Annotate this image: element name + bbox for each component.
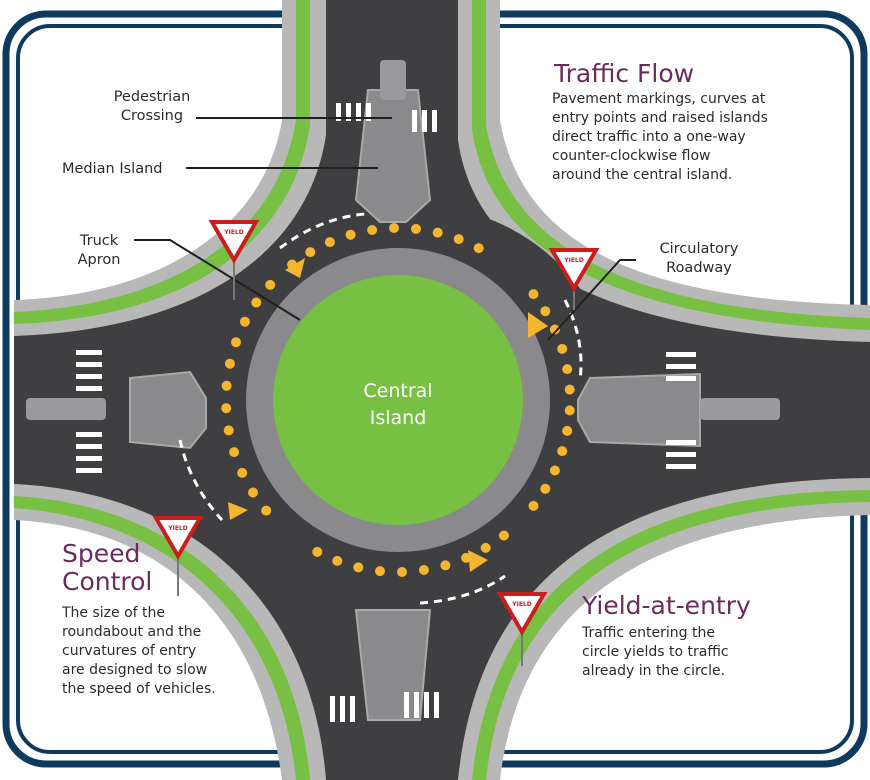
circulation-dot — [224, 358, 235, 369]
circulation-dot — [528, 500, 539, 511]
yield-sign-nw: YIELD — [208, 220, 260, 300]
yield-sign-text: YIELD — [167, 525, 187, 532]
circulation-dot — [397, 567, 407, 577]
yield-lines — [178, 212, 583, 605]
circulation-dot — [540, 483, 551, 494]
circulation-dot — [562, 364, 573, 375]
yield-sign-se: YIELD — [496, 592, 548, 666]
circulation-dot — [353, 562, 364, 573]
pedestrian-crossing-label: Pedestrian Crossing — [113, 89, 191, 124]
leader-lines — [134, 117, 636, 341]
yield-at-entry-body: Traffic entering the circle yields to tr… — [582, 625, 729, 679]
circulation-dot — [564, 405, 575, 416]
circulation-dot — [221, 403, 232, 414]
circulation-dot — [237, 467, 248, 478]
circulation-dot — [221, 380, 232, 391]
pedestrian-crosswalks — [76, 103, 696, 722]
central-island — [273, 275, 523, 525]
circulation-dot — [411, 223, 421, 234]
median-island-label: Median Island — [62, 161, 163, 177]
yield-sign-ne: YIELD — [548, 248, 600, 310]
circulation-dot — [223, 425, 234, 436]
circulation-dot — [239, 316, 250, 327]
yield-sign-sw: YIELD — [152, 516, 204, 596]
circulation-dot — [261, 505, 272, 516]
circulation-dot — [305, 247, 316, 258]
yield-at-entry-title: Yield-at-entry — [582, 591, 751, 620]
circulation-dot — [367, 225, 378, 235]
truck-apron-label: Truck Apron — [77, 233, 121, 268]
direction-arrows — [228, 258, 548, 572]
circulation-dot — [549, 324, 560, 335]
circulation-dot — [389, 223, 399, 233]
circulatory-roadway-label: Circulatory Roadway — [659, 241, 739, 276]
circulation-dot — [229, 447, 240, 458]
circulation-dot — [345, 229, 356, 240]
central-island-label: Central Island — [363, 380, 433, 429]
yield-sign-text: YIELD — [563, 257, 583, 264]
circulation-dot — [562, 425, 573, 436]
traffic-flow-body: Pavement markings, curves at entry point… — [552, 91, 768, 183]
circulation-markings — [221, 223, 575, 577]
arrow-east — [528, 312, 548, 338]
arrow-north-west — [285, 258, 305, 278]
circulation-dot — [549, 465, 560, 476]
yield-sign-text: YIELD — [511, 601, 531, 608]
circulation-dot — [540, 306, 551, 317]
circulation-dot — [557, 343, 568, 354]
circulation-dot — [265, 279, 276, 290]
arrow-south-west — [228, 502, 248, 520]
median-islands — [129, 89, 701, 721]
circulation-dot — [418, 565, 429, 575]
speed-control-title: Speed Control — [62, 539, 153, 596]
yield-sign-text: YIELD — [223, 229, 243, 236]
circulation-dot — [564, 384, 575, 395]
median-refuges — [26, 60, 780, 420]
circulation-dot — [248, 487, 258, 498]
circulation-dot — [251, 297, 262, 308]
circulation-dot — [324, 237, 335, 248]
circulation-dot — [432, 227, 443, 238]
circulation-dot — [473, 243, 484, 254]
circulation-dot — [480, 542, 491, 553]
circulation-dot — [231, 337, 241, 348]
circulation-dot — [557, 446, 568, 457]
speed-control-body: The size of the roundabout and the curva… — [62, 605, 216, 697]
circulation-dot — [312, 546, 323, 557]
circulation-dot — [498, 530, 509, 541]
circulation-dot — [375, 566, 385, 577]
circulation-dot — [453, 234, 464, 245]
circulation-dot — [528, 289, 539, 300]
circulation-dot — [440, 560, 451, 571]
arrow-south — [468, 550, 488, 572]
circulation-dot — [332, 555, 343, 566]
traffic-flow-title: Traffic Flow — [554, 59, 695, 88]
